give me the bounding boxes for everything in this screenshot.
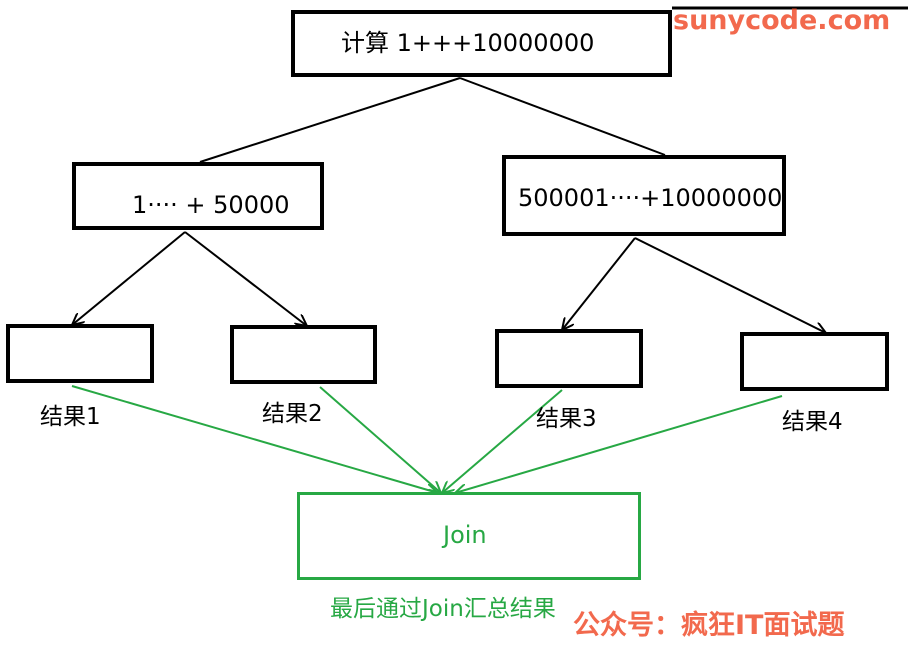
arrow-left-to-result2 bbox=[184, 231, 307, 326]
arrow-right-to-result4 bbox=[634, 237, 826, 333]
result-2-box bbox=[230, 325, 377, 384]
left-subtask-label: 1···· + 50000 bbox=[132, 191, 290, 219]
join-box bbox=[297, 492, 641, 580]
result-4-box bbox=[740, 332, 889, 391]
join-label: Join bbox=[443, 521, 487, 549]
arrow-right-to-result3 bbox=[562, 237, 636, 330]
right-subtask-label: 500001····+10000000 bbox=[518, 184, 783, 212]
result-3-label: 结果3 bbox=[536, 406, 597, 432]
result-1-label: 结果1 bbox=[40, 404, 101, 430]
arrow-left-to-result1 bbox=[72, 231, 186, 325]
green-arrow-result1-join bbox=[71, 385, 438, 493]
root-task-box bbox=[291, 10, 672, 77]
green-arrow-result4-join bbox=[455, 395, 783, 493]
result-3-box bbox=[495, 329, 643, 388]
right-subtask-box bbox=[502, 155, 786, 236]
site-watermark: sunycode.com bbox=[673, 5, 891, 36]
result-1-box bbox=[6, 324, 154, 383]
connector-root-left bbox=[199, 77, 461, 163]
green-arrow-result2-join bbox=[319, 386, 441, 493]
result-4-label: 结果4 bbox=[782, 409, 843, 435]
connector-root-right bbox=[459, 77, 666, 156]
root-task-label: 计算 1+++10000000 bbox=[341, 29, 595, 57]
account-watermark: 公众号：疯狂IT面试题 bbox=[573, 610, 845, 641]
left-subtask-box bbox=[72, 162, 324, 230]
green-arrow-result3-join bbox=[442, 389, 563, 493]
result-2-label: 结果2 bbox=[262, 401, 323, 427]
summary-caption: 最后通过Join汇总结果 bbox=[330, 596, 556, 622]
